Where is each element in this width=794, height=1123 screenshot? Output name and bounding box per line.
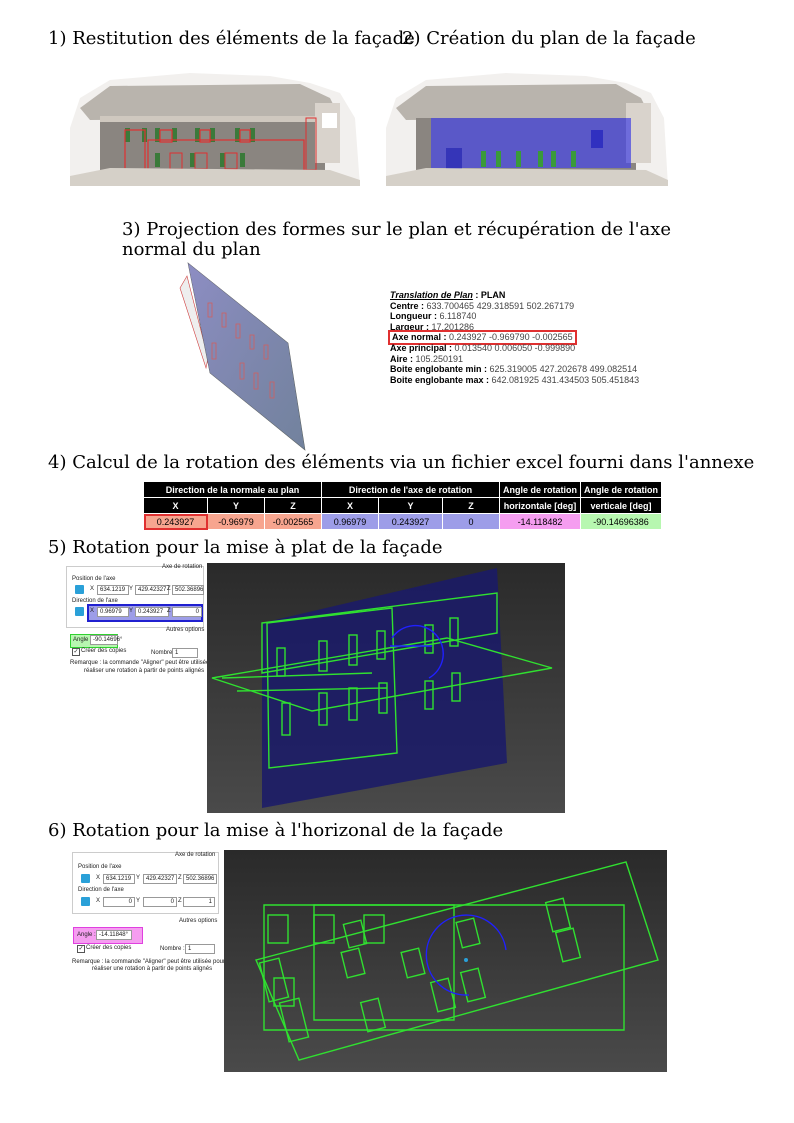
normal-y: -0.96979 [207, 513, 265, 530]
axe-principal-value: 0.013540 0.006050 -0.999890 [452, 342, 576, 353]
position-x-field[interactable]: 634.1219 [97, 585, 129, 595]
direction-x-field[interactable]: 0.96979 [97, 607, 129, 617]
bbox-min-label: Boite englobante min : [390, 364, 488, 375]
centre-label: Centre : [390, 300, 425, 311]
facade-pointcloud-image [70, 58, 360, 186]
normal-z: -0.002565 [264, 513, 322, 530]
plane-info-title-suffix: : PLAN [472, 290, 506, 300]
direction-x-field[interactable]: 0 [103, 897, 135, 907]
rotation-table: Direction de la normale au plan Directio… [143, 481, 662, 530]
pick-position-button[interactable] [75, 585, 84, 594]
aire-value: 105.250191 [413, 353, 464, 364]
step2-heading: 2) Création du plan de la façade [402, 28, 696, 49]
longueur-value: 6.118740 [437, 311, 477, 322]
header-angle-v2: verticale [deg] [580, 497, 662, 514]
angle-field[interactable]: -90.14696° [90, 635, 122, 645]
longueur-label: Longueur : [390, 311, 437, 322]
bbox-max-value: 642.081925 431.434503 505.451843 [489, 374, 640, 385]
step1-heading: 1) Restitution des éléments de la façade [48, 28, 415, 49]
remark-line1: Remarque : la commande "Aligner" peut êt… [72, 959, 226, 965]
angle-label: Angle : [77, 932, 96, 938]
axe-normal-value: 0.243927 -0.969790 -0.002565 [446, 332, 573, 343]
centre-value: 633.700465 429.318591 502.267179 [424, 300, 575, 311]
step6-heading: 6) Rotation pour la mise à l'horizonal d… [48, 820, 504, 841]
bbox-max-label: Boite englobante max : [390, 374, 490, 385]
col-z: Z [442, 497, 500, 514]
axe-z: 0 [442, 513, 500, 530]
axe-rotation-label: Axe de rotation [162, 564, 203, 570]
projected-plane-image [170, 258, 320, 453]
angle-horizontal-value: -14.118482 [499, 513, 581, 530]
header-angle-h2: horizontale [deg] [499, 497, 581, 514]
col-y: Y [207, 497, 265, 514]
nombre-label: Nombre : [151, 650, 176, 656]
plane-info-panel: Translation de Plan : PLAN Centre : 633.… [388, 290, 640, 385]
angle-vertical-value: -90.14696386 [580, 513, 662, 530]
step5-heading: 5) Rotation pour la mise à plat de la fa… [48, 537, 443, 558]
header-angle-v1: Angle de rotation [580, 481, 662, 498]
direction-y-field[interactable]: 0 [143, 897, 177, 907]
position-y-field[interactable]: 429.42327 [135, 585, 169, 595]
remark-line1: Remarque : la commande "Aligner" peut êt… [70, 660, 224, 666]
largeur-value: 17.201286 [429, 321, 475, 332]
axe-normal-label: Axe normal : [392, 332, 447, 343]
direction-y-field[interactable]: 0.243927 [135, 607, 169, 617]
remark-line2: réaliser une rotation à partir de points… [92, 966, 213, 972]
viewport-3d-step6[interactable] [224, 850, 667, 1072]
pick-position-button[interactable] [81, 874, 90, 883]
axis-group [66, 566, 204, 628]
nombre-label: Nombre : [160, 946, 185, 952]
col-z: Z [264, 497, 322, 514]
copies-label: Créer des copies [86, 945, 132, 951]
plane-info-title: Translation de Plan [390, 290, 473, 300]
aire-label: Aire : [390, 353, 414, 364]
pick-direction-button[interactable] [81, 897, 90, 906]
copies-label: Créer des copies [81, 648, 127, 654]
axis-group [72, 852, 219, 914]
bbox-min-value: 625.319005 427.202678 499.082514 [487, 364, 638, 375]
nombre-field[interactable]: 1 [172, 648, 198, 658]
direction-z-field[interactable]: 1 [183, 897, 215, 907]
largeur-label: Largeur : [390, 321, 430, 332]
autres-options-label: Autres options [179, 918, 218, 924]
header-angle-h1: Angle de rotation [499, 481, 581, 498]
position-z-field[interactable]: 502.36896 [183, 874, 217, 884]
header-normal: Direction de la normale au plan [143, 481, 322, 498]
direction-z-field[interactable]: 0 [172, 607, 202, 617]
step3-heading-line1: 3) Projection des formes sur le plan et … [122, 219, 672, 240]
autres-options-label: Autres options [166, 627, 205, 633]
position-label: Position de l'axe [72, 576, 116, 582]
position-label: Position de l'axe [78, 864, 122, 870]
axe-rotation-label: Axe de rotation [175, 852, 216, 858]
copies-checkbox[interactable]: ✓ [72, 648, 80, 656]
angle-field[interactable]: -14.11848° [96, 930, 132, 940]
pick-direction-button[interactable] [75, 607, 84, 616]
rotation-dialog-6: Axe de rotation Position de l'axe X 634.… [68, 848, 225, 973]
rotation-dialog-5: Axe de rotation Position de l'axe X 634.… [62, 562, 223, 690]
header-axe: Direction de l'axe de rotation [321, 481, 500, 498]
direction-label: Direction de l'axe [78, 887, 124, 893]
angle-label: Angle : [73, 637, 92, 643]
remark-line2: réaliser une rotation à partir de points… [84, 668, 205, 674]
normal-x: 0.243927 [143, 513, 208, 530]
step3-heading-line2: normal du plan [122, 239, 261, 260]
copies-checkbox[interactable]: ✓ [77, 945, 85, 953]
position-z-field[interactable]: 502.36896 [172, 585, 204, 595]
nombre-field[interactable]: 1 [185, 944, 215, 954]
col-x: X [321, 497, 379, 514]
col-y: Y [378, 497, 443, 514]
col-x: X [143, 497, 208, 514]
viewport-3d-step5[interactable] [207, 563, 565, 813]
axe-y: 0.243927 [378, 513, 443, 530]
direction-label: Direction de l'axe [72, 598, 118, 604]
facade-plane-image [386, 58, 668, 186]
step4-heading: 4) Calcul de la rotation des éléments vi… [48, 452, 755, 473]
axe-x: 0.96979 [321, 513, 379, 530]
axe-principal-label: Axe principal : [390, 342, 453, 353]
position-y-field[interactable]: 429.42327 [143, 874, 177, 884]
position-x-field[interactable]: 634.1219 [103, 874, 135, 884]
